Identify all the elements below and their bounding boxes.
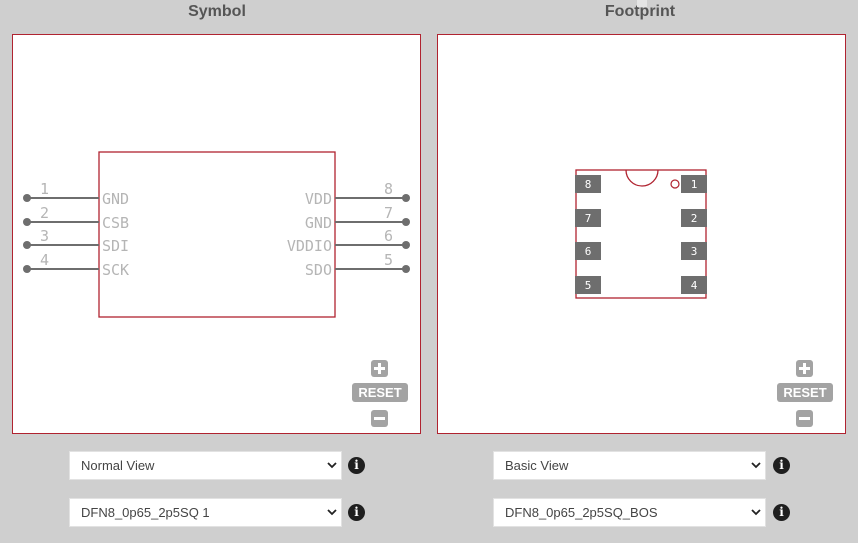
footprint-pad-3[interactable]: 3 — [681, 242, 707, 260]
pad-number: 8 — [585, 178, 592, 191]
pad-number: 3 — [691, 245, 698, 258]
pin1-notch — [625, 169, 659, 187]
footprint-panel: 8 7 6 5 1 2 3 4 RESET — [437, 34, 846, 434]
footprint-view-select-value: Basic View — [505, 458, 569, 473]
footprint-outline — [575, 169, 707, 299]
symbol-view-info-icon[interactable]: i — [348, 457, 365, 474]
symbol-view-select[interactable]: Normal View — [69, 451, 342, 480]
footprint-view-select[interactable]: Basic View — [493, 451, 766, 480]
pad-shape — [681, 242, 707, 260]
footprint-pad-5[interactable]: 5 — [575, 276, 601, 294]
footprint-zoom-in-button[interactable] — [796, 360, 813, 377]
pin-end-dot — [402, 241, 410, 249]
pin-name: SDI — [102, 237, 129, 255]
pin-end-dot — [23, 194, 31, 202]
symbol-zoom-out-button[interactable] — [371, 410, 388, 427]
pin-number: 2 — [40, 204, 49, 222]
symbol-part-info-icon[interactable]: i — [348, 504, 365, 521]
pin-number: 7 — [384, 204, 393, 222]
pin-name: CSB — [102, 214, 129, 232]
pad-number: 6 — [585, 245, 592, 258]
footprint-zoom-out-button[interactable] — [796, 410, 813, 427]
footprint-part-select-value: DFN8_0p65_2p5SQ_BOS — [505, 505, 658, 520]
pin-end-dot — [402, 265, 410, 273]
pad-shape — [681, 209, 707, 227]
pad-number: 1 — [691, 178, 698, 191]
pin-end-dot — [23, 218, 31, 226]
pin-number: 8 — [384, 180, 393, 198]
pin-number: 5 — [384, 251, 393, 269]
pin-name: VDD — [305, 190, 332, 208]
pin-name: GND — [102, 190, 129, 208]
pin-number: 3 — [40, 227, 49, 245]
pad-shape — [681, 276, 707, 294]
symbol-part-select-value: DFN8_0p65_2p5SQ 1 — [81, 505, 210, 520]
pad-shape — [575, 175, 601, 193]
footprint-canvas[interactable]: 8 7 6 5 1 2 3 4 — [438, 35, 846, 434]
footprint-pad-4[interactable]: 4 — [681, 276, 707, 294]
symbol-part-select[interactable]: DFN8_0p65_2p5SQ 1 — [69, 498, 342, 527]
symbol-title: Symbol — [188, 3, 246, 20]
chevron-down-icon — [327, 462, 337, 469]
pin-name: VDDIO — [287, 237, 332, 255]
pin-end-dot — [23, 265, 31, 273]
footprint-zoom-controls: RESET — [777, 360, 833, 428]
pad-shape — [681, 175, 707, 193]
pin-end-dot — [402, 218, 410, 226]
footprint-pad-8[interactable]: 8 — [575, 175, 601, 193]
pad-number: 7 — [585, 212, 592, 225]
drag-handle[interactable] — [637, 0, 647, 7]
pad-shape — [575, 242, 601, 260]
pin-number: 6 — [384, 227, 393, 245]
pin-name: SCK — [102, 261, 129, 279]
chevron-down-icon — [751, 462, 761, 469]
pad-shape — [575, 209, 601, 227]
symbol-view-select-value: Normal View — [81, 458, 155, 473]
pin-number: 1 — [40, 180, 49, 198]
pin1-marker — [670, 179, 680, 189]
pin-end-dot — [23, 241, 31, 249]
chevron-down-icon — [327, 509, 337, 516]
pad-shape — [575, 276, 601, 294]
footprint-pad-2[interactable]: 2 — [681, 209, 707, 227]
footprint-part-info-icon[interactable]: i — [773, 504, 790, 521]
pin-name: GND — [305, 214, 332, 232]
footprint-title: Footprint — [604, 3, 676, 20]
pin-number: 4 — [40, 251, 49, 269]
pad-number: 5 — [585, 279, 592, 292]
footprint-view-info-icon[interactable]: i — [773, 457, 790, 474]
pad-number: 4 — [691, 279, 698, 292]
chevron-down-icon — [751, 509, 761, 516]
symbol-zoom-controls: RESET — [352, 360, 408, 428]
footprint-reset-button[interactable]: RESET — [777, 383, 833, 402]
pin-end-dot — [402, 194, 410, 202]
symbol-body — [98, 151, 336, 318]
footprint-pad-7[interactable]: 7 — [575, 209, 601, 227]
pin-name: SDO — [305, 261, 332, 279]
symbol-zoom-in-button[interactable] — [371, 360, 388, 377]
footprint-pad-1[interactable]: 1 — [681, 175, 707, 193]
pad-number: 2 — [691, 212, 698, 225]
symbol-reset-button[interactable]: RESET — [352, 383, 408, 402]
footprint-part-select[interactable]: DFN8_0p65_2p5SQ_BOS — [493, 498, 766, 527]
footprint-pad-6[interactable]: 6 — [575, 242, 601, 260]
